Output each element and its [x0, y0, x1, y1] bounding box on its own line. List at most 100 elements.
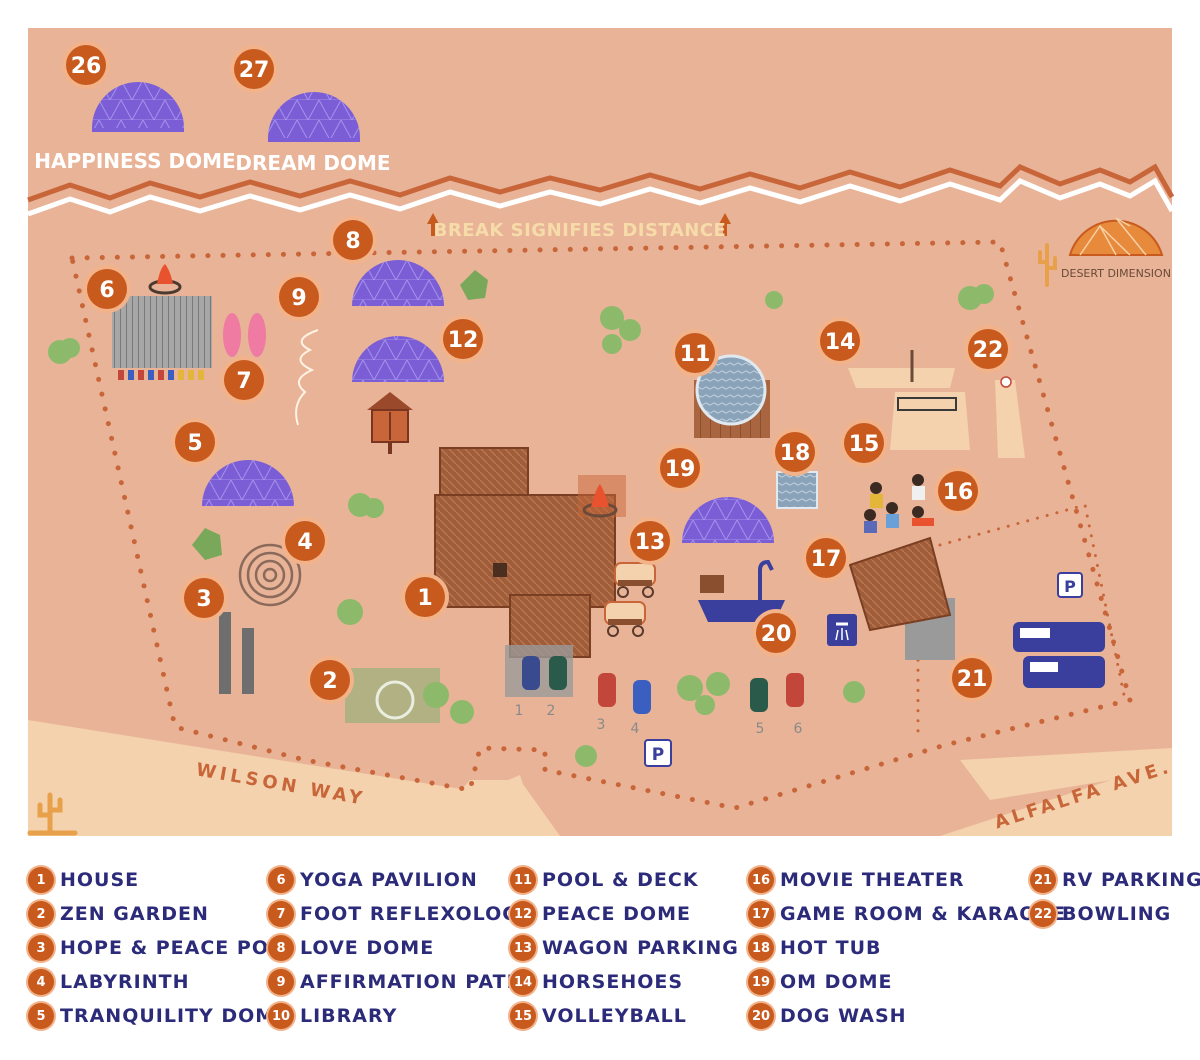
legend-number-badge: 8 — [268, 935, 294, 961]
yoga-pavilion[interactable] — [112, 296, 212, 380]
game-room[interactable] — [848, 536, 955, 660]
marker-4[interactable]: 4 — [281, 517, 329, 565]
legend-number-badge: 14 — [510, 969, 536, 995]
legend-number-badge: 15 — [510, 1003, 536, 1029]
zen-garden[interactable] — [345, 668, 440, 723]
marker-badge — [630, 521, 670, 561]
marker-badge — [675, 333, 715, 373]
hot-tub[interactable] — [776, 471, 818, 509]
rv-parking-sign-icon: P — [1057, 572, 1083, 598]
marker-5[interactable]: 5 — [171, 418, 219, 466]
legend-label: TRANQUILITY DOME — [60, 1005, 290, 1027]
legend-label: MOVIE THEATER — [780, 869, 965, 891]
marker-6[interactable]: 6 — [83, 265, 131, 313]
bowling-lane[interactable] — [995, 376, 1025, 458]
legend-label: GAME ROOM & KARAOKE — [780, 903, 1067, 925]
om-dome[interactable] — [682, 497, 774, 543]
marker-15[interactable]: 15 — [840, 419, 888, 467]
legend-label: RV PARKING — [1062, 869, 1200, 891]
volleyball-court[interactable] — [890, 392, 970, 450]
marker-26[interactable]: 26 — [62, 41, 110, 89]
marker-number: 9 — [291, 286, 306, 311]
peace-dome[interactable] — [352, 336, 444, 382]
love-dome[interactable] — [352, 260, 444, 306]
main-house[interactable] — [434, 447, 616, 658]
legend-number-badge: 19 — [748, 969, 774, 995]
parked-cars — [522, 656, 804, 714]
affirmation-path — [295, 329, 319, 426]
marker-8[interactable]: 8 — [329, 216, 377, 264]
marker-14[interactable]: 14 — [816, 317, 864, 365]
cactus-icon — [27, 792, 78, 836]
parking-space-numbers: 1 2 3 4 5 6 — [515, 703, 803, 737]
marker-badge — [175, 422, 215, 462]
marker-21[interactable]: 21 — [948, 654, 996, 702]
rv-parking-sign-letter: P — [1064, 577, 1076, 596]
marker-27[interactable]: 27 — [230, 45, 278, 93]
library[interactable] — [367, 392, 413, 454]
marker-17[interactable]: 17 — [802, 534, 850, 582]
marker-number: 1 — [417, 586, 432, 611]
marker-12[interactable]: 12 — [439, 315, 487, 363]
marker-badge — [310, 660, 350, 700]
marker-badge — [443, 319, 483, 359]
marker-badge — [660, 448, 700, 488]
marker-2[interactable]: 2 — [306, 656, 354, 704]
wagons[interactable] — [604, 562, 656, 637]
dream-dome[interactable]: DREAM DOME — [235, 92, 391, 175]
marker-11[interactable]: 11 — [671, 329, 719, 377]
happiness-dome[interactable]: HAPPINESS DOME — [34, 82, 236, 173]
marker-1[interactable]: 1 — [401, 573, 449, 621]
tranquility-dome[interactable] — [202, 460, 294, 506]
space-3: 3 — [597, 717, 606, 733]
horseshoes-court[interactable] — [848, 350, 955, 388]
marker-20[interactable]: 20 — [752, 609, 800, 657]
marker-number: 22 — [973, 338, 1004, 363]
marker-22[interactable]: 22 — [964, 325, 1012, 373]
marker-number: 7 — [236, 369, 251, 394]
marker-13[interactable]: 13 — [626, 517, 674, 565]
labyrinth[interactable] — [238, 543, 302, 607]
marker-number: 27 — [239, 58, 270, 83]
legend-label: LIBRARY — [300, 1005, 398, 1027]
marker-9[interactable]: 9 — [275, 273, 323, 321]
marker-19[interactable]: 19 — [656, 444, 704, 492]
marker-18[interactable]: 18 — [771, 428, 819, 476]
legend-label: POOL & DECK — [542, 869, 699, 891]
peace-poles[interactable] — [219, 612, 254, 694]
marker-number: 12 — [448, 328, 479, 353]
legend-number-badge: 22 — [1030, 901, 1056, 927]
remote-strip — [28, 28, 1172, 198]
legend-number-badge: 20 — [748, 1003, 774, 1029]
legend-number-badge: 18 — [748, 935, 774, 961]
pool-deck[interactable] — [694, 354, 770, 438]
marker-3[interactable]: 3 — [180, 574, 228, 622]
marker-16[interactable]: 16 — [934, 467, 982, 515]
marker-number: 17 — [811, 547, 842, 572]
marker-7[interactable]: 7 — [220, 356, 268, 404]
